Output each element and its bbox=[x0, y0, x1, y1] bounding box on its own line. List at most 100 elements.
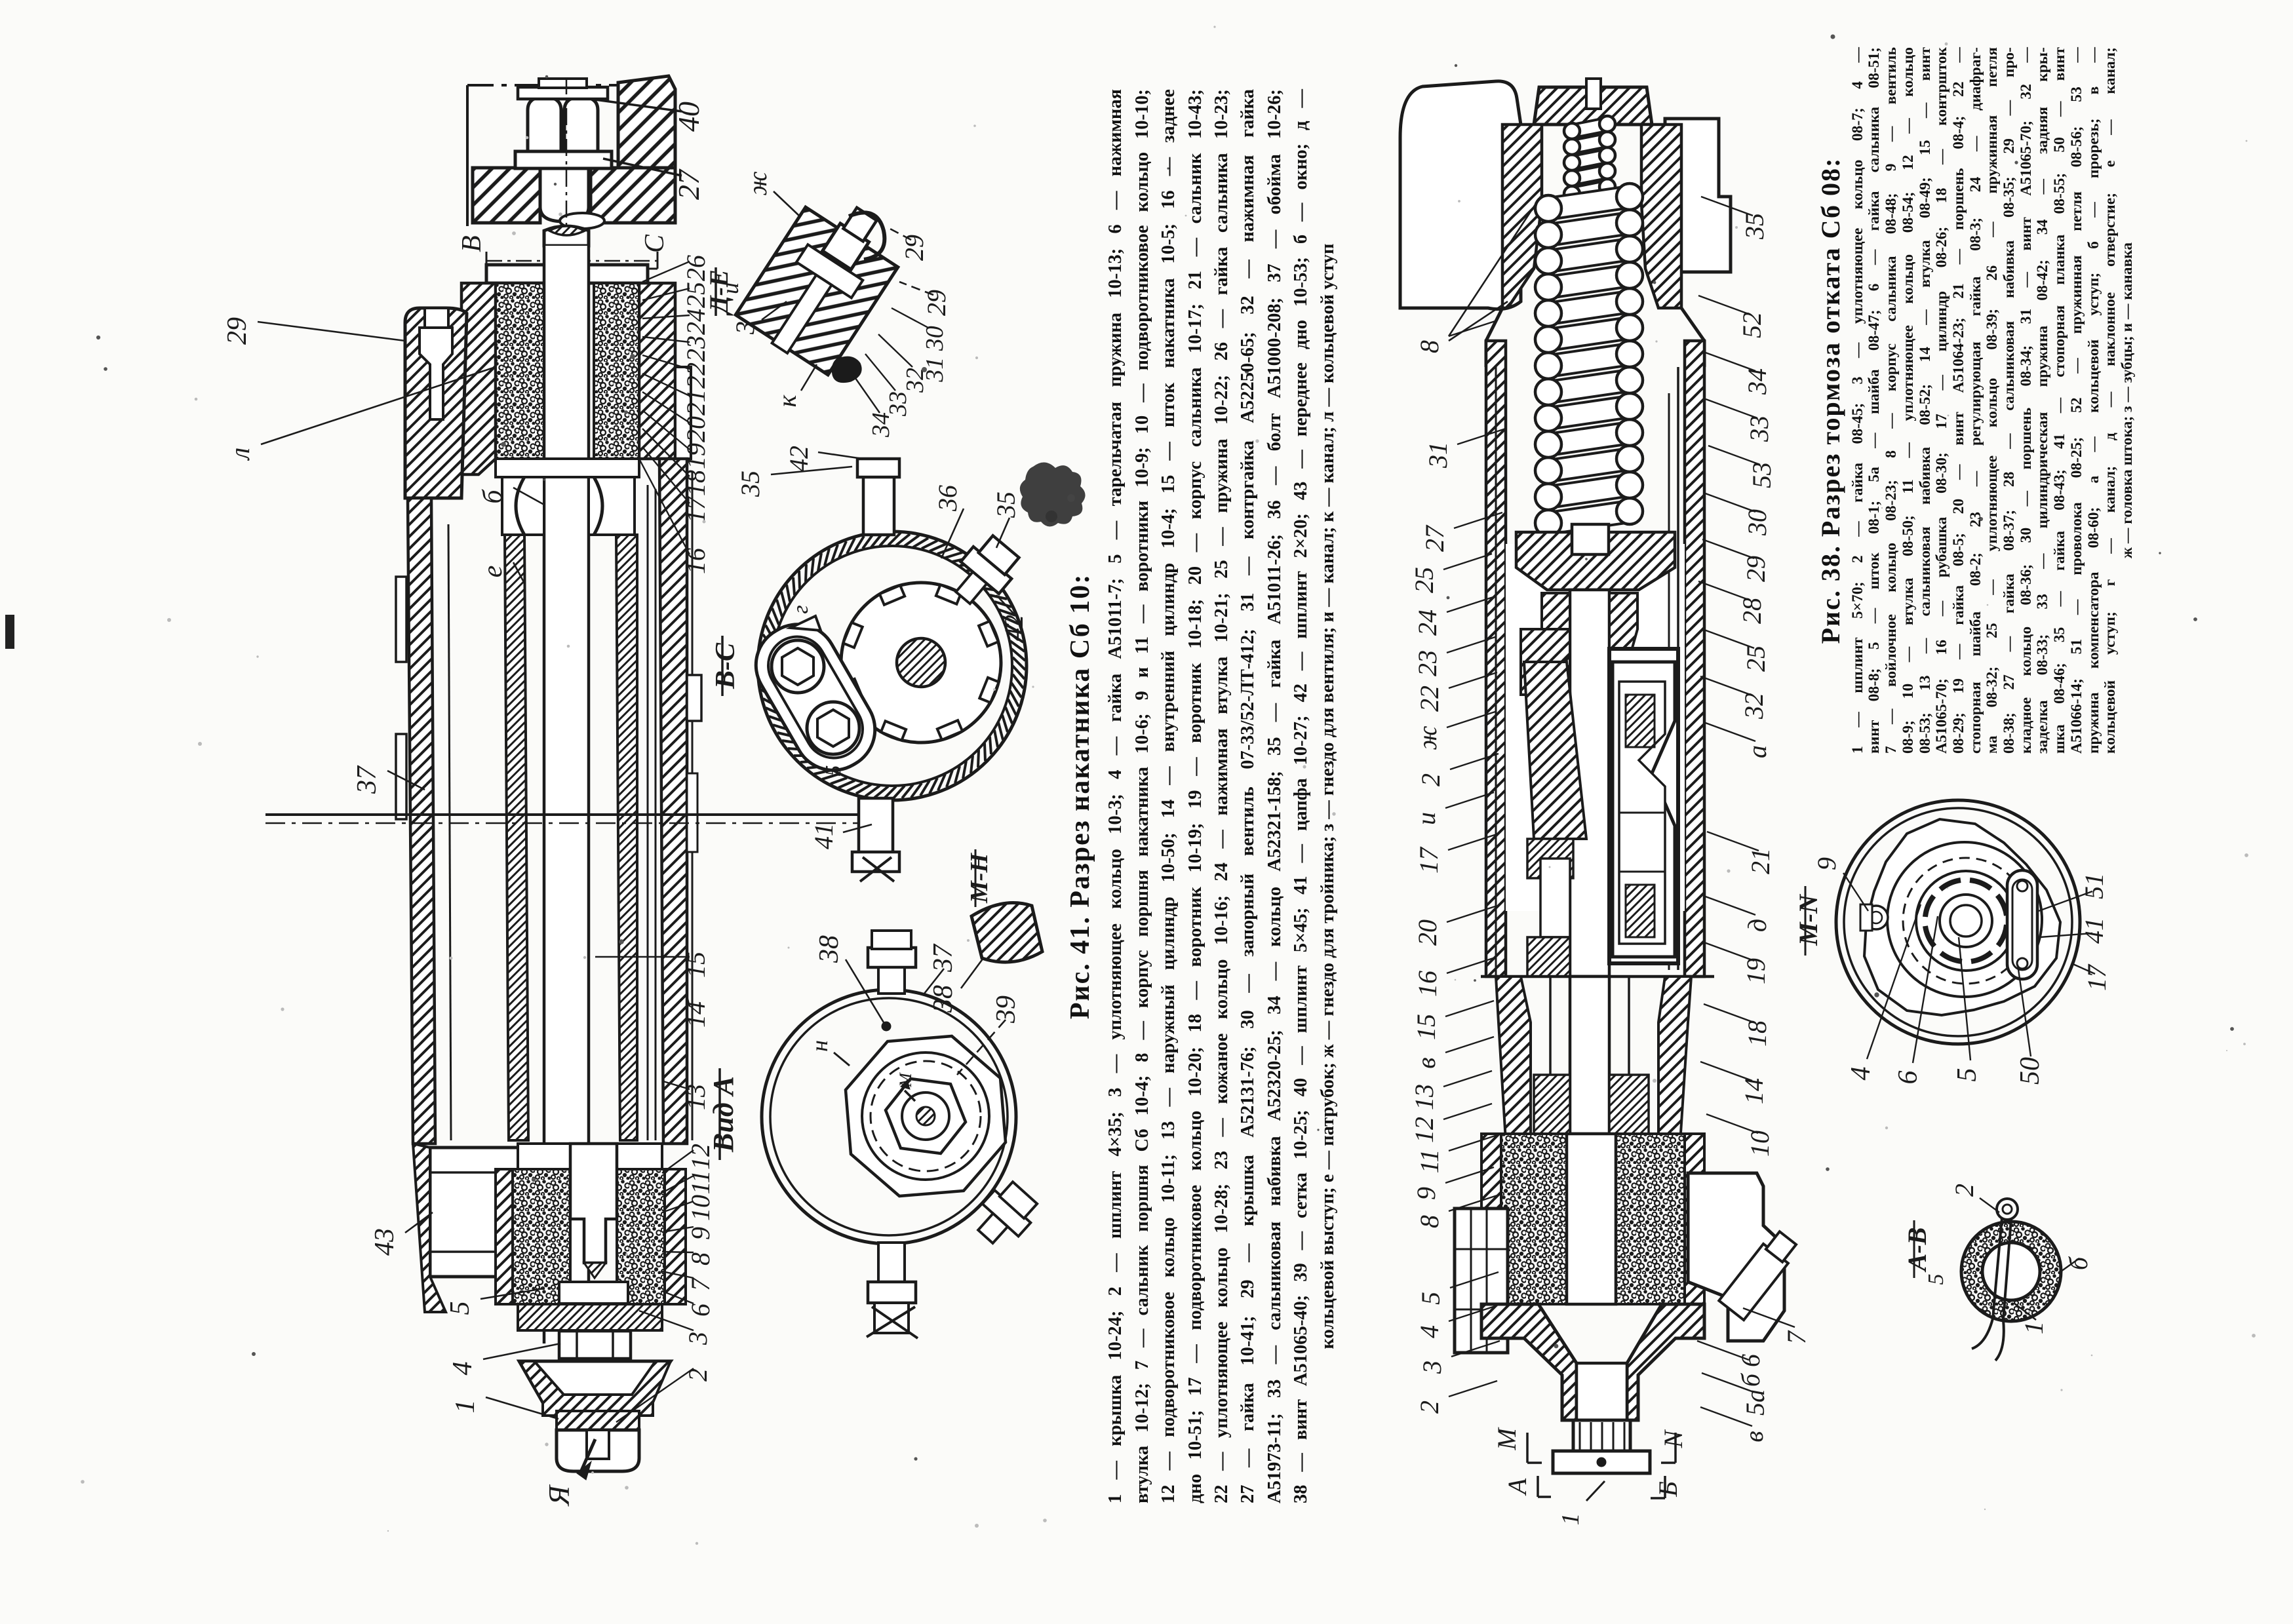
svg-text:23: 23 bbox=[681, 336, 711, 362]
svg-text:б: б bbox=[2064, 1256, 2093, 1270]
svg-text:31: 31 bbox=[1423, 442, 1453, 469]
svg-text:11: 11 bbox=[1415, 1149, 1444, 1173]
svg-text:41: 41 bbox=[809, 823, 838, 849]
svg-text:10: 10 bbox=[1745, 1131, 1774, 1157]
svg-text:39: 39 bbox=[991, 996, 1021, 1024]
svg-text:4: 4 bbox=[448, 1362, 478, 1376]
svg-text:25: 25 bbox=[1409, 567, 1439, 593]
svg-text:37: 37 bbox=[928, 943, 958, 973]
svg-text:9: 9 bbox=[686, 1227, 715, 1240]
svg-text:4: 4 bbox=[1846, 1067, 1876, 1081]
svg-text:С: С bbox=[640, 234, 670, 253]
svg-text:и: и bbox=[717, 282, 743, 294]
svg-text:42: 42 bbox=[999, 615, 1029, 641]
svg-text:ж: ж bbox=[743, 171, 772, 195]
svg-text:9: 9 bbox=[1411, 1187, 1441, 1200]
svg-text:27: 27 bbox=[1420, 524, 1449, 552]
svg-text:12: 12 bbox=[1409, 1117, 1439, 1143]
svg-text:24: 24 bbox=[681, 309, 711, 335]
svg-text:и: и bbox=[1411, 812, 1441, 825]
svg-text:27: 27 bbox=[672, 168, 705, 200]
svg-text:22: 22 bbox=[681, 362, 711, 389]
svg-text:А: А bbox=[1502, 1478, 1532, 1496]
svg-text:37: 37 bbox=[352, 765, 382, 794]
svg-text:7: 7 bbox=[686, 1277, 715, 1291]
svg-text:16: 16 bbox=[1413, 971, 1442, 997]
svg-text:43: 43 bbox=[370, 1228, 400, 1256]
svg-text:Вид А: Вид А bbox=[707, 1076, 739, 1153]
svg-text:17: 17 bbox=[2082, 963, 2111, 991]
svg-text:19: 19 bbox=[1741, 958, 1771, 984]
svg-text:40: 40 bbox=[672, 102, 705, 132]
svg-text:5а: 5а bbox=[1740, 1389, 1770, 1416]
svg-text:25: 25 bbox=[681, 282, 711, 308]
svg-text:е: е bbox=[478, 566, 508, 578]
svg-text:д: д bbox=[1742, 919, 1772, 932]
svg-text:14: 14 bbox=[681, 1001, 711, 1028]
svg-text:1: 1 bbox=[1557, 1513, 1584, 1526]
svg-text:В: В bbox=[457, 235, 487, 252]
svg-text:17: 17 bbox=[1414, 846, 1443, 874]
svg-text:3: 3 bbox=[1417, 1361, 1447, 1374]
svg-text:36: 36 bbox=[933, 485, 962, 512]
svg-text:1: 1 bbox=[2019, 1321, 2048, 1334]
svg-text:14: 14 bbox=[1739, 1078, 1769, 1104]
svg-text:а: а bbox=[1742, 745, 1772, 758]
svg-text:16: 16 bbox=[681, 548, 711, 574]
svg-text:ж: ж bbox=[1413, 725, 1442, 750]
svg-text:28: 28 bbox=[1737, 598, 1767, 624]
svg-text:20: 20 bbox=[1413, 919, 1442, 946]
svg-text:35: 35 bbox=[991, 492, 1021, 518]
svg-text:2: 2 bbox=[1950, 1184, 1979, 1197]
svg-text:Б: Б bbox=[1653, 1481, 1683, 1498]
svg-text:29: 29 bbox=[899, 235, 929, 261]
svg-text:26: 26 bbox=[681, 255, 711, 281]
svg-text:29: 29 bbox=[222, 317, 252, 345]
svg-text:Д-Е: Д-Е bbox=[704, 269, 734, 316]
svg-text:53: 53 bbox=[1747, 462, 1776, 488]
svg-text:6: 6 bbox=[1893, 1071, 1923, 1085]
svg-text:1: 1 bbox=[450, 1400, 480, 1414]
svg-text:30: 30 bbox=[1742, 509, 1772, 536]
svg-text:л: л bbox=[225, 448, 256, 461]
svg-text:5: 5 bbox=[1924, 1274, 1948, 1285]
svg-text:М-Н: М-Н bbox=[966, 853, 993, 904]
svg-text:4: 4 bbox=[1415, 1325, 1444, 1338]
svg-text:21: 21 bbox=[1746, 848, 1775, 874]
svg-text:18: 18 bbox=[681, 470, 711, 496]
svg-text:М: М bbox=[896, 1072, 915, 1088]
svg-text:5: 5 bbox=[821, 765, 846, 777]
svg-text:10: 10 bbox=[686, 1195, 715, 1221]
svg-text:38: 38 bbox=[928, 985, 958, 1013]
svg-text:г: г bbox=[789, 605, 813, 613]
svg-text:35: 35 bbox=[1740, 213, 1769, 240]
svg-text:38: 38 bbox=[814, 935, 844, 963]
svg-text:34: 34 bbox=[867, 412, 895, 438]
svg-text:2: 2 bbox=[683, 1368, 713, 1382]
svg-text:31 30: 31 30 bbox=[921, 326, 949, 383]
svg-text:9: 9 bbox=[1812, 857, 1841, 870]
svg-text:3: 3 bbox=[683, 1332, 713, 1345]
svg-text:33: 33 bbox=[884, 391, 912, 417]
svg-text:23: 23 bbox=[1413, 650, 1442, 676]
svg-text:М: М bbox=[1492, 1427, 1521, 1451]
svg-text:15: 15 bbox=[681, 952, 711, 978]
svg-text:Я: Я bbox=[542, 1484, 576, 1507]
svg-text:5: 5 bbox=[1416, 1292, 1445, 1305]
svg-text:5: 5 bbox=[445, 1302, 475, 1315]
svg-text:50: 50 bbox=[2015, 1057, 2045, 1085]
svg-text:8: 8 bbox=[1415, 340, 1444, 353]
svg-text:2: 2 bbox=[1415, 1401, 1444, 1414]
svg-text:3: 3 bbox=[730, 321, 760, 335]
svg-text:35: 35 bbox=[735, 471, 765, 497]
svg-text:в: в bbox=[1411, 1057, 1441, 1068]
svg-text:29: 29 bbox=[1741, 556, 1771, 582]
svg-text:к: к bbox=[772, 395, 802, 407]
svg-text:25: 25 bbox=[1741, 646, 1771, 672]
svg-text:8: 8 bbox=[686, 1252, 715, 1266]
svg-text:34: 34 bbox=[1742, 368, 1772, 395]
svg-text:6: 6 bbox=[686, 1304, 715, 1317]
svg-text:M-N: M-N bbox=[1793, 893, 1823, 946]
svg-text:б: б bbox=[478, 489, 508, 504]
svg-text:33: 33 bbox=[1744, 416, 1774, 442]
